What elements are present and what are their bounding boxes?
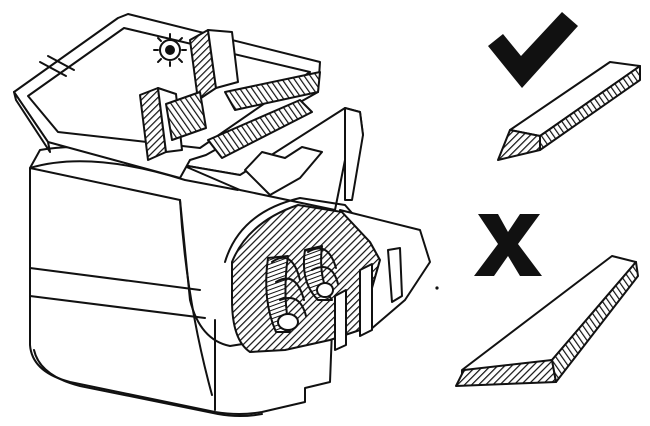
stacker-fins-left <box>271 256 307 317</box>
banknote-stack-messy <box>455 255 639 387</box>
hopper-front-lip <box>13 91 51 153</box>
machine-body-left-edge <box>179 199 213 396</box>
feeder-hatched-strip <box>224 71 321 111</box>
stacker-wheel-left <box>265 255 291 333</box>
incorrect-example <box>455 214 639 387</box>
feeder-guide-slot <box>165 91 207 141</box>
correct-example <box>488 12 641 161</box>
machine-tray-guide-c <box>334 289 347 351</box>
machine-base-rim <box>33 349 263 417</box>
x-mark-icon <box>474 214 542 276</box>
machine-seam-lower <box>29 295 206 319</box>
machine-right-side <box>344 107 364 201</box>
machine-tray-guide-b <box>359 263 373 337</box>
stacker-hub-left <box>277 313 299 331</box>
machine-tray-guide-a <box>387 247 403 303</box>
stray-dot <box>435 286 439 290</box>
hopper-lid-handle <box>39 55 75 77</box>
stacker-fins-right <box>307 247 339 285</box>
banknote-stack-neat <box>497 61 641 161</box>
hopper-lid-inner <box>27 27 311 149</box>
gear-icon <box>153 33 187 67</box>
machine-display-panel <box>244 146 323 196</box>
banknote-counter-machine <box>13 13 431 417</box>
machine-stacker-rim <box>224 197 373 263</box>
check-mark-icon <box>488 12 578 88</box>
stacker-hub-right <box>316 282 334 298</box>
feeder-guide-right-top <box>207 29 239 89</box>
feeder-hatched-strip-2 <box>207 99 313 159</box>
machine-seam-upper <box>29 267 201 291</box>
